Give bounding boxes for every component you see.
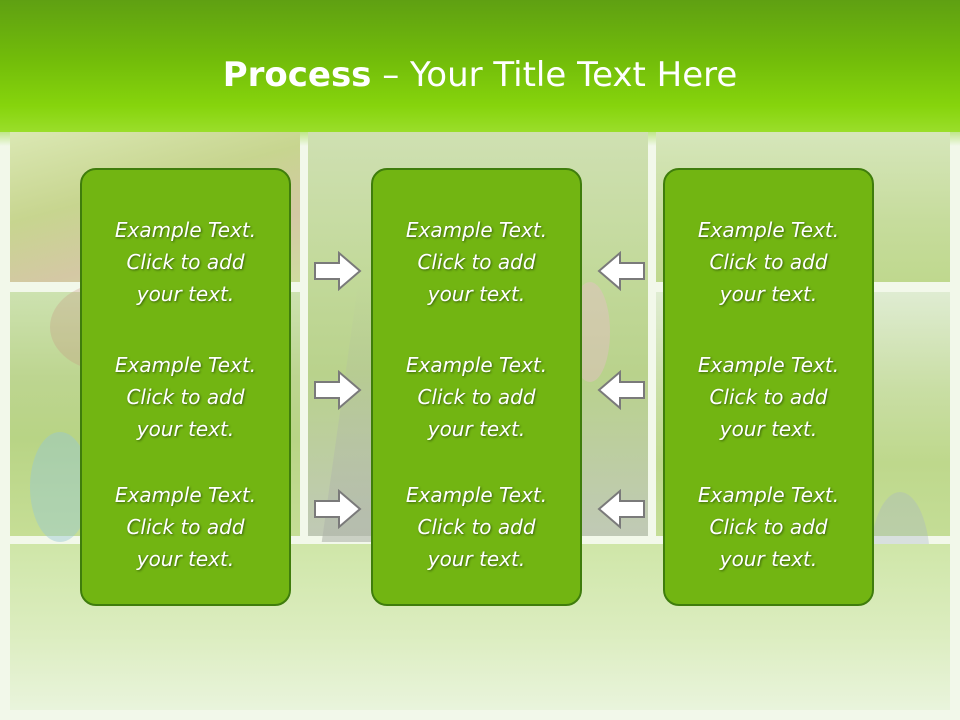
box-text[interactable]: Example Text. Click to add your text.	[697, 218, 840, 306]
arrow-left-icon[interactable]	[597, 489, 645, 529]
arrow-right-icon[interactable]	[314, 251, 362, 291]
title-strong: Process	[222, 55, 372, 95]
arrow-left-icon[interactable]	[597, 251, 645, 291]
box-text[interactable]: Example Text. Click to add your text.	[697, 353, 840, 441]
arrow-right-icon[interactable]	[314, 489, 362, 529]
title-rest: – Your Title Text Here	[371, 55, 738, 95]
box-text[interactable]: Example Text. Click to add your text.	[697, 483, 840, 571]
box-text[interactable]: Example Text. Click to add your text.	[405, 218, 548, 306]
box-text[interactable]: Example Text. Click to add your text.	[114, 483, 257, 571]
title-bar: Process – Your Title Text Here	[0, 0, 960, 146]
slide-title[interactable]: Process – Your Title Text Here	[0, 54, 960, 96]
process-box-middle[interactable]: Example Text. Click to add your text. Ex…	[371, 168, 582, 606]
process-box-left[interactable]: Example Text. Click to add your text. Ex…	[80, 168, 291, 606]
box-text[interactable]: Example Text. Click to add your text.	[405, 353, 548, 441]
arrow-left-icon[interactable]	[597, 370, 645, 410]
arrow-right-icon[interactable]	[314, 370, 362, 410]
box-text[interactable]: Example Text. Click to add your text.	[114, 353, 257, 441]
box-text[interactable]: Example Text. Click to add your text.	[405, 483, 548, 571]
process-box-right[interactable]: Example Text. Click to add your text. Ex…	[663, 168, 874, 606]
box-text[interactable]: Example Text. Click to add your text.	[114, 218, 257, 306]
